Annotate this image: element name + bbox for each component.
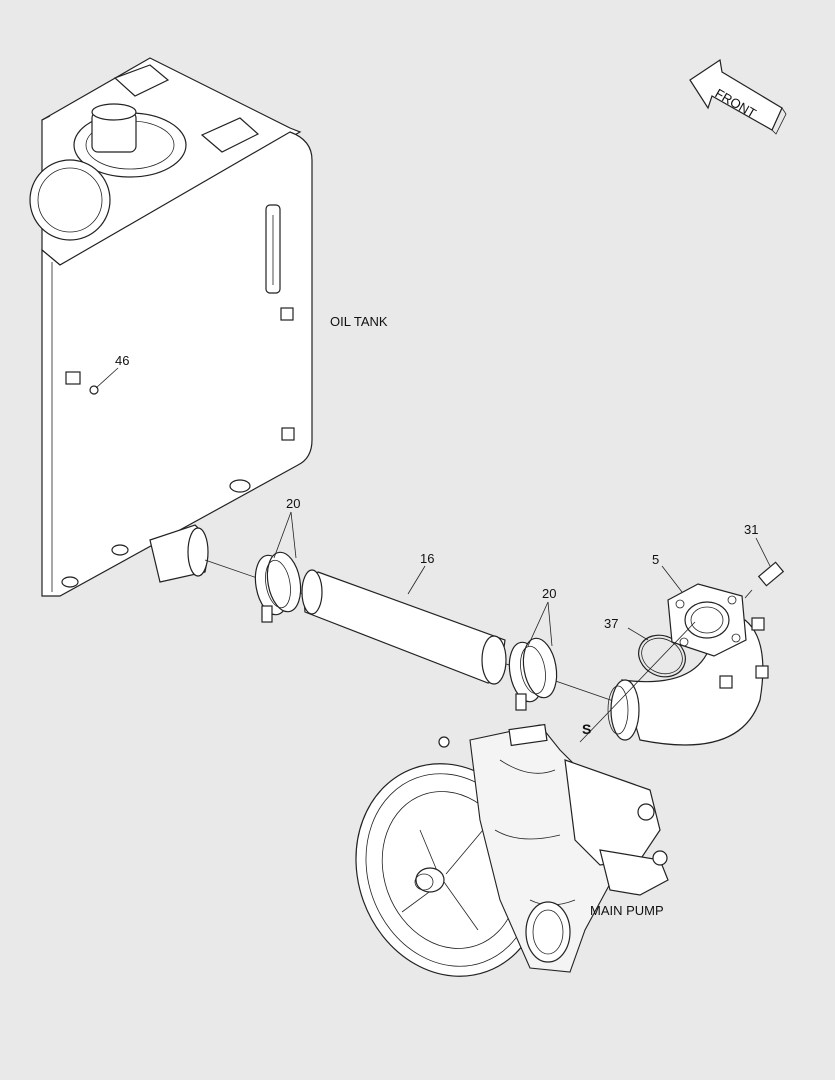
suction-elbow-part-5 <box>607 583 769 746</box>
callout-46: 46 <box>95 353 129 389</box>
callout-16: 16 <box>407 551 434 595</box>
callout-31: 31 <box>744 522 771 567</box>
main-pump-label: MAIN PUMP <box>590 903 664 918</box>
callout-20-right: 20 <box>527 586 556 647</box>
section-line <box>579 621 696 743</box>
oil-tank <box>29 57 313 597</box>
callout-31-label: 31 <box>744 522 758 537</box>
hose-part-16 <box>301 569 507 685</box>
callout-5: 5 <box>652 552 683 593</box>
hose-clamp-right <box>508 637 558 711</box>
callout-20-left-label: 20 <box>286 496 300 511</box>
callout-37: 37 <box>604 616 649 641</box>
callout-37-label: 37 <box>604 616 618 631</box>
main-pump <box>355 723 669 977</box>
callout-20-right-label: 20 <box>542 586 556 601</box>
o-ring-part-37 <box>638 634 686 678</box>
bolt-part-31 <box>744 561 785 599</box>
section-marker-s: S <box>582 721 591 737</box>
callout-5-label: 5 <box>652 552 659 567</box>
callout-16-label: 16 <box>420 551 434 566</box>
front-direction-arrow: FRONT <box>689 58 787 135</box>
callout-46-label: 46 <box>115 353 129 368</box>
oil-tank-label: OIL TANK <box>330 314 388 329</box>
hose-clamp-left <box>254 551 302 623</box>
callout-20-left: 20 <box>273 496 300 559</box>
